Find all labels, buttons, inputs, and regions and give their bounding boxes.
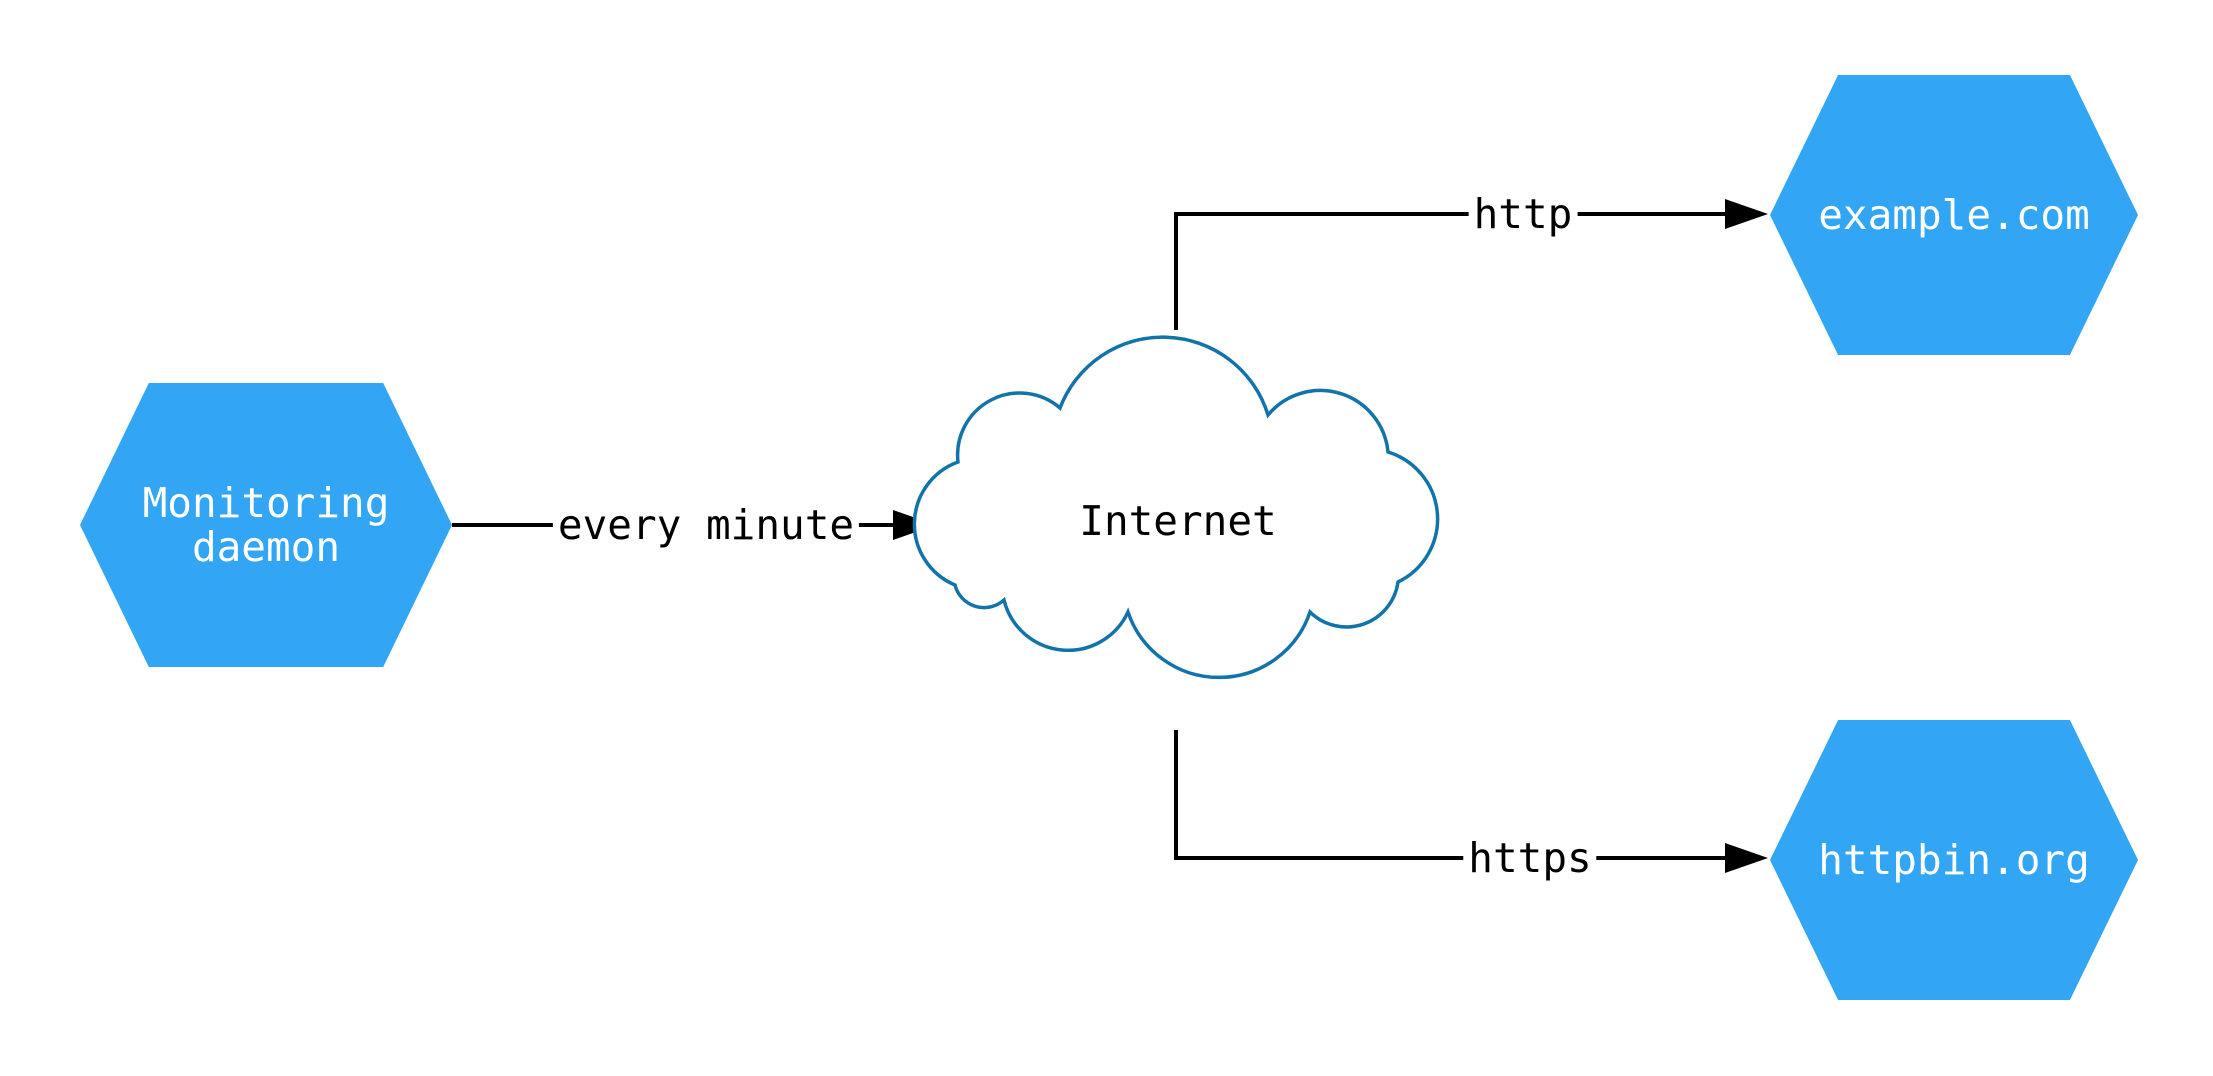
node-example-com: example.com bbox=[1770, 75, 2138, 355]
node-monitoring-daemon-label-line2: daemon bbox=[191, 523, 341, 571]
edge-http-label: http bbox=[1468, 190, 1578, 238]
edge-http-arrowhead-icon bbox=[1725, 199, 1768, 229]
edge-every-minute-label: every minute bbox=[552, 501, 860, 549]
edge-http-line bbox=[1174, 212, 1727, 330]
cloud-icon bbox=[912, 335, 1440, 680]
edge-https-arrowhead-icon bbox=[1725, 843, 1768, 873]
node-monitoring-daemon-label-line1: Monitoring bbox=[142, 479, 390, 527]
node-internet-label: Internet bbox=[1079, 497, 1277, 545]
node-httpbin-org-label: httpbin.org bbox=[1818, 836, 2090, 884]
edge-https-line bbox=[1174, 730, 1727, 860]
node-example-com-label: example.com bbox=[1818, 191, 2090, 239]
edge-https-label: https bbox=[1463, 834, 1597, 882]
node-httpbin-org: httpbin.org bbox=[1770, 720, 2138, 1000]
